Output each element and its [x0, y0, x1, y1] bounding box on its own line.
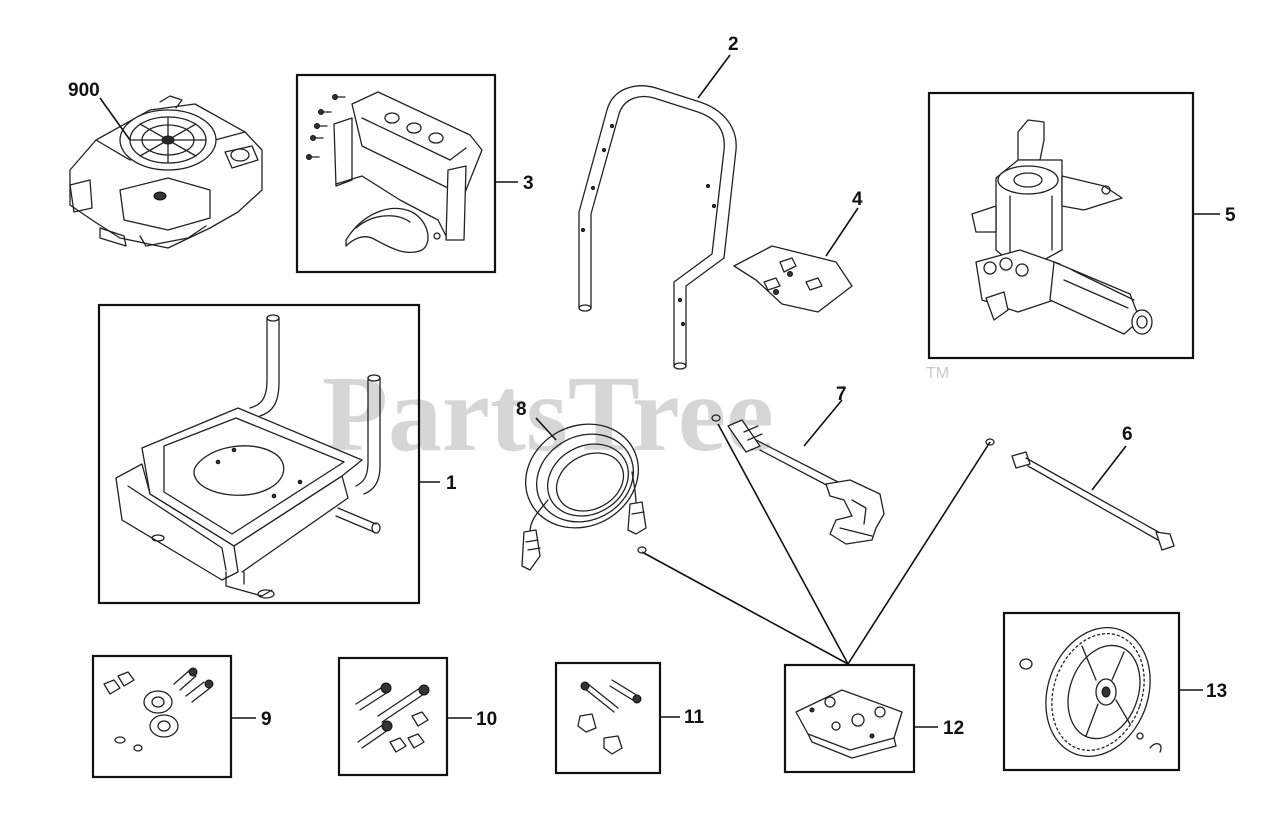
handle-icon[interactable]: [578, 85, 737, 370]
hardware-kit-11-icon[interactable]: [577, 679, 642, 755]
callout-6: 6: [1122, 424, 1133, 445]
callout-5: 5: [1225, 205, 1236, 226]
callout-2: 2: [728, 34, 739, 55]
bracket-kit-icon[interactable]: [306, 91, 483, 253]
callout-11: 11: [684, 707, 705, 728]
callout-1: 1: [446, 473, 457, 494]
part-5-box: [927, 91, 1195, 360]
part-9-box: [91, 654, 233, 779]
callout-10: 10: [476, 709, 497, 730]
part-11-box: [554, 661, 662, 775]
callout-900: 900: [68, 80, 100, 101]
part-1-box: [97, 303, 421, 605]
pump-icon[interactable]: [971, 119, 1153, 335]
engine-icon[interactable]: [69, 95, 263, 249]
hardware-kit-10-icon[interactable]: [355, 682, 430, 753]
spray-gun-icon[interactable]: [711, 414, 885, 545]
callout-9: 9: [261, 709, 272, 730]
hose-icon[interactable]: [507, 405, 656, 571]
part-13-box: [1002, 611, 1181, 772]
watermark-tm: TM: [926, 365, 949, 382]
callout-8: 8: [516, 399, 527, 420]
callout-3: 3: [523, 173, 534, 194]
hardware-kit-9-icon[interactable]: [103, 667, 214, 752]
watermark: PartsTree: [322, 355, 774, 474]
callout-12: 12: [943, 718, 964, 739]
frame-icon[interactable]: [115, 314, 381, 599]
callout-4: 4: [852, 189, 863, 210]
callout-7: 7: [836, 384, 847, 405]
hardware-bag-icon[interactable]: [733, 245, 853, 313]
callout-13: 13: [1206, 681, 1227, 702]
wheel-icon[interactable]: [1019, 613, 1168, 771]
hardware-kit-12-icon[interactable]: [795, 689, 903, 759]
part-10-box: [337, 656, 449, 777]
part-3-box: [295, 73, 497, 274]
part-12-box: [783, 663, 916, 774]
lance-icon[interactable]: [985, 438, 1175, 551]
